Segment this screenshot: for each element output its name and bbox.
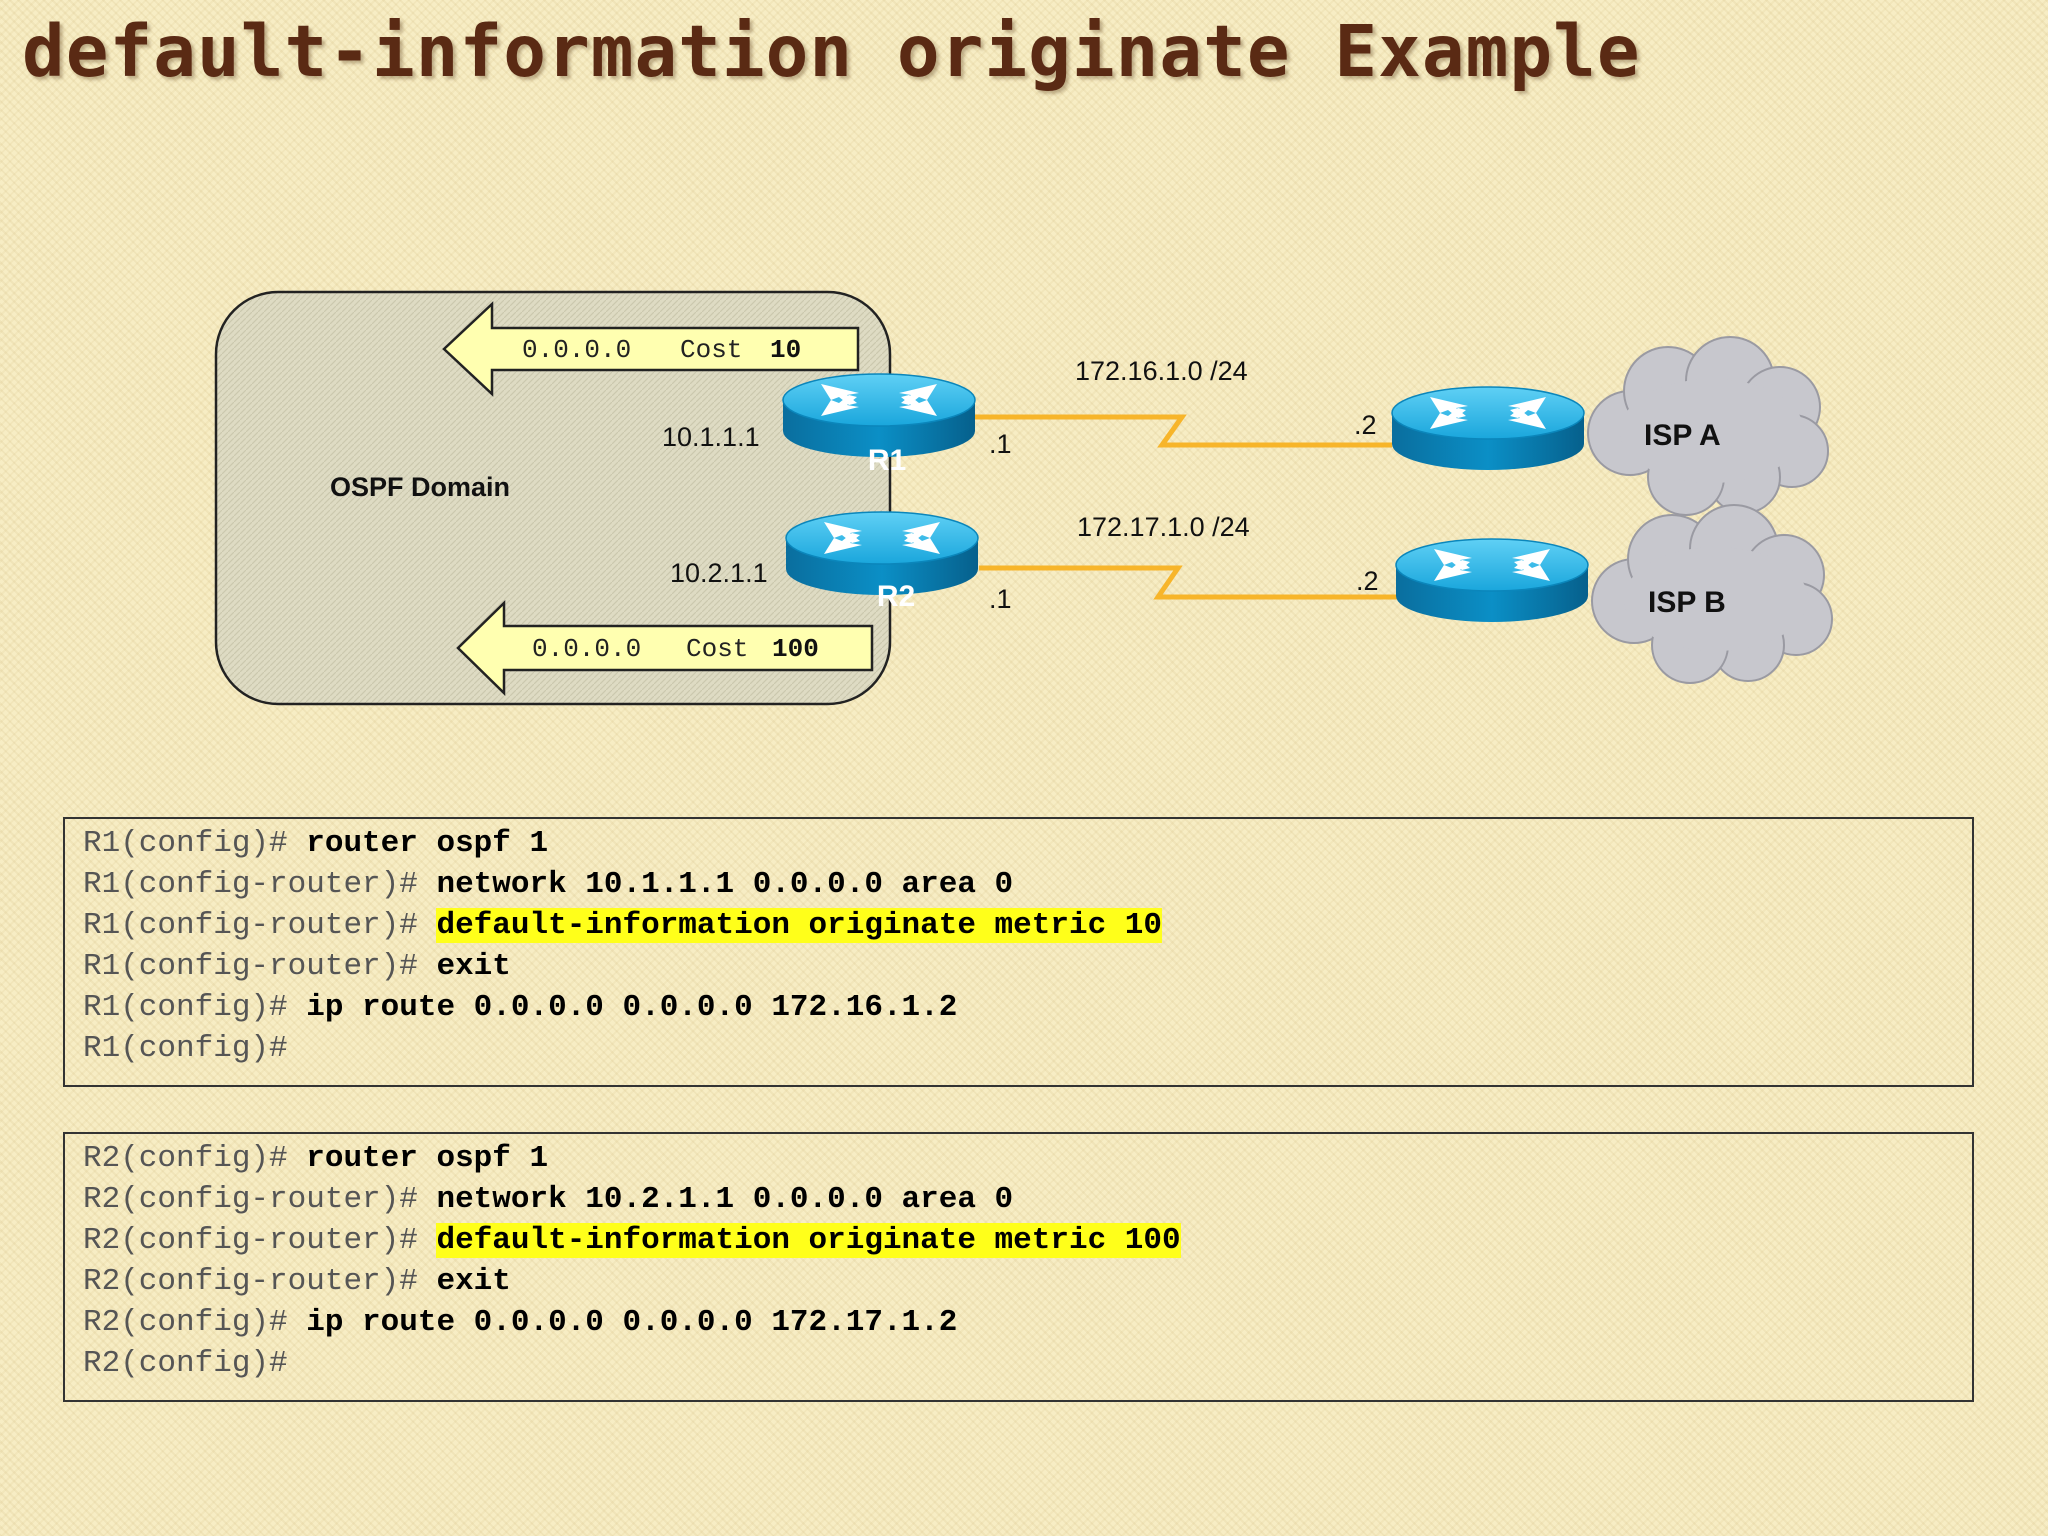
isp-a-label: ISP A — [1644, 419, 1721, 452]
advert-r2-prefix: 0.0.0.0 — [532, 634, 641, 664]
r1-config-box: R1(config)# router ospf 1 R1(config-rout… — [63, 817, 1974, 1087]
ospf-domain-label: OSPF Domain — [330, 472, 510, 502]
r1-router-label: R1 — [868, 444, 906, 477]
config-line: R2(config-router)# exit — [83, 1264, 511, 1299]
ospf-domain-area — [214, 290, 892, 706]
default-route-arrow-r2: 0.0.0.0 Cost 100 — [456, 600, 874, 696]
config-line: R2(config)# router ospf 1 — [83, 1141, 549, 1176]
config-line: R1(config)# ip route 0.0.0.0 0.0.0.0 172… — [83, 990, 958, 1025]
r2-config-box: R2(config)# router ospf 1 R2(config-rout… — [63, 1132, 1974, 1402]
config-line: R2(config-router)# network 10.2.1.1 0.0.… — [83, 1182, 1014, 1217]
config-line: R1(config-router)# exit — [83, 949, 511, 984]
link-b-subnet: 172.17.1.0 /24 — [1077, 512, 1250, 542]
config-line: R2(config)# — [83, 1346, 288, 1381]
config-line: R2(config)# ip route 0.0.0.0 0.0.0.0 172… — [83, 1305, 958, 1340]
r2-interface-label: .1 — [989, 584, 1012, 614]
serial-link-isp-a — [975, 414, 1392, 448]
page-title: default-information originate Example — [22, 10, 1641, 93]
config-line-highlighted: R2(config-router)# default-information o… — [83, 1223, 1181, 1258]
default-route-arrow-r1: 0.0.0.0 Cost 10 — [442, 301, 860, 397]
config-line: R1(config)# router ospf 1 — [83, 826, 549, 861]
network-diagram: OSPF Domain 0.0.0.0 Cost 10 0.0.0.0 Cost… — [214, 290, 1833, 706]
config-line-highlighted: R1(config-router)# default-information o… — [83, 908, 1162, 943]
advert-r2-cost-label: Cost — [686, 634, 748, 664]
advert-r1-cost-label: Cost — [680, 335, 742, 365]
isp-a-interface-label: .2 — [1354, 410, 1377, 440]
serial-link-isp-b — [979, 565, 1398, 600]
r1-interface-label: .1 — [989, 429, 1012, 459]
r2-router-id: 10.2.1.1 — [670, 558, 768, 588]
config-line: R1(config-router)# network 10.1.1.1 0.0.… — [83, 867, 1014, 902]
advert-r1-prefix: 0.0.0.0 — [522, 335, 631, 365]
link-a-subnet: 172.16.1.0 /24 — [1075, 356, 1248, 386]
r2-router-label: R2 — [877, 580, 915, 613]
isp-b-router-icon — [1395, 538, 1589, 623]
isp-b-interface-label: .2 — [1356, 566, 1379, 596]
isp-a-router-icon — [1391, 386, 1585, 471]
advert-r1-cost-value: 10 — [770, 335, 801, 365]
isp-b-label: ISP B — [1648, 586, 1726, 619]
r1-router-id: 10.1.1.1 — [662, 422, 760, 452]
config-line: R1(config)# — [83, 1031, 288, 1066]
advert-r2-cost-value: 100 — [772, 634, 819, 664]
